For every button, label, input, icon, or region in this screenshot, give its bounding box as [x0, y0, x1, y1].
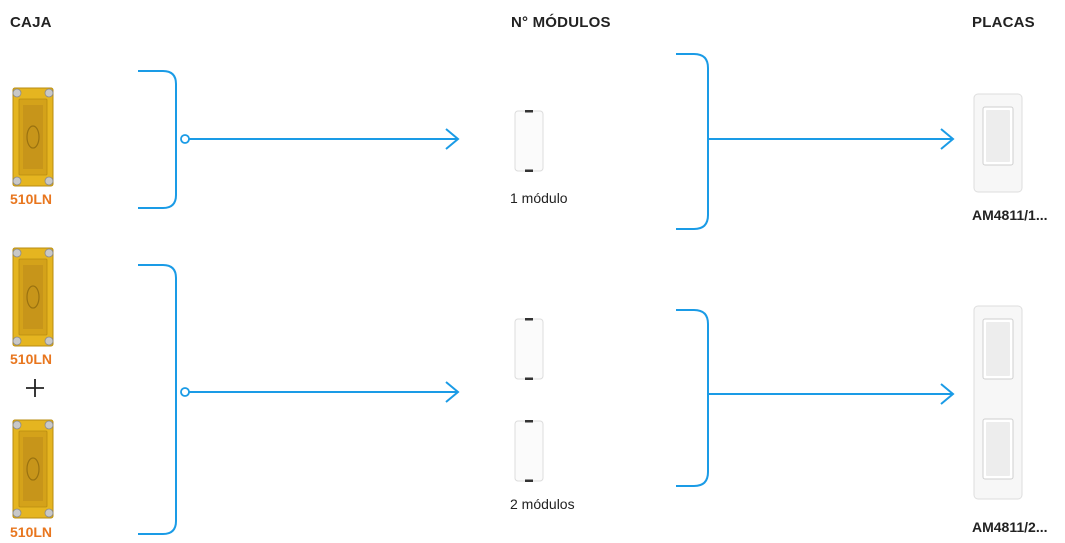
plate-image — [973, 93, 1023, 193]
box-code: 510LN — [10, 351, 53, 367]
plate-image — [973, 305, 1023, 500]
arrow-right-icon — [445, 381, 460, 403]
box-code: 510LN — [10, 191, 53, 207]
bracket-icon — [138, 70, 177, 209]
flush-box-image — [12, 419, 54, 519]
flush-box-image — [12, 247, 54, 347]
arrow-right-icon — [940, 128, 955, 150]
module-image — [514, 110, 544, 172]
module-image — [514, 318, 544, 380]
plate-code: AM4811/2... — [972, 519, 1048, 535]
modules-caption: 2 módulos — [510, 496, 575, 512]
arrow-right-icon — [940, 383, 955, 405]
box-code: 510LN — [10, 524, 53, 540]
modules-caption: 1 módulo — [510, 190, 568, 206]
arrow-right-icon — [445, 128, 460, 150]
plate-code: AM4811/1... — [972, 207, 1048, 223]
header-modulos: N° MÓDULOS — [511, 14, 611, 31]
plus-icon — [24, 377, 46, 399]
connector-dot — [180, 134, 190, 144]
bracket-icon — [138, 264, 177, 535]
flush-box-image — [12, 87, 54, 187]
bracket-icon — [676, 53, 709, 230]
connector-dot — [180, 387, 190, 397]
bracket-icon — [676, 309, 709, 487]
header-placas: PLACAS — [972, 14, 1035, 31]
module-image — [514, 420, 544, 482]
header-caja: CAJA — [10, 14, 52, 31]
